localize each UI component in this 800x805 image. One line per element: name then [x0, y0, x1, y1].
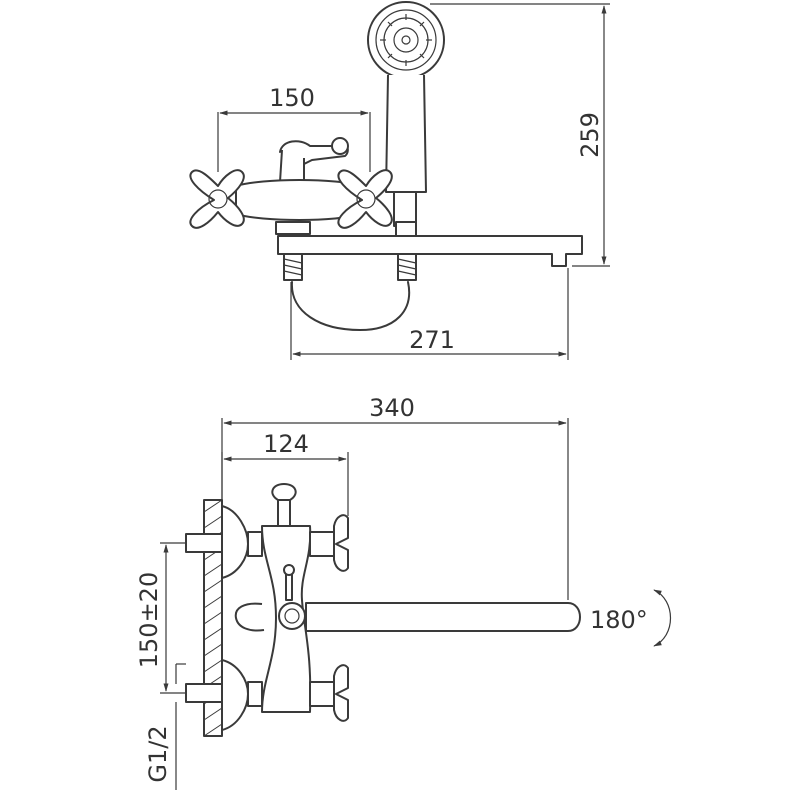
- dim-top-spacing: 150: [217, 84, 371, 172]
- escutcheon-top: [221, 505, 249, 579]
- dim-spout-reach-label: 271: [409, 326, 455, 354]
- spout-side: [305, 602, 581, 632]
- escutcheon-bottom: [221, 659, 249, 731]
- dim-thread-label: G1/2: [144, 725, 172, 782]
- shower-hook: [271, 483, 297, 527]
- diverter: [234, 602, 265, 632]
- inlet-top: [185, 533, 223, 553]
- front-view: 150 259 271: [189, 1, 610, 360]
- right-handle: [337, 169, 393, 229]
- connector-right: [397, 253, 417, 281]
- dim-overall-length-label: 340: [369, 394, 415, 422]
- shower-holder: [393, 191, 417, 227]
- dim-inlet-spacing-label: 150±20: [135, 572, 163, 668]
- dim-wall-to-body-label: 124: [263, 430, 309, 458]
- inlet-bottom: [185, 683, 223, 703]
- handle-bottom-side: [333, 664, 349, 722]
- dim-overall-height: 259: [430, 3, 610, 267]
- handle-top-side: [333, 514, 349, 572]
- dim-top-spacing-label: 150: [269, 84, 315, 112]
- lever-side: [278, 564, 306, 630]
- dim-spout-reach: 271: [290, 268, 569, 360]
- rotation-indicator: 180°: [590, 589, 672, 647]
- shower-head: [367, 1, 445, 193]
- dim-inlet-spacing: 150±20: [135, 542, 186, 694]
- dim-wall-to-body: 124: [221, 430, 349, 516]
- dim-overall-length: 340: [221, 394, 569, 600]
- dim-thread: G1/2: [144, 663, 186, 790]
- left-handle: [189, 169, 245, 229]
- dim-overall-height-label: 259: [576, 112, 604, 158]
- spout-front: [277, 235, 583, 267]
- connector-left: [283, 253, 303, 281]
- hose: [290, 281, 411, 331]
- rotation-label: 180°: [590, 606, 648, 634]
- lever: [279, 137, 349, 183]
- side-view: 340 124 150±20 G1/2 180°: [135, 394, 672, 790]
